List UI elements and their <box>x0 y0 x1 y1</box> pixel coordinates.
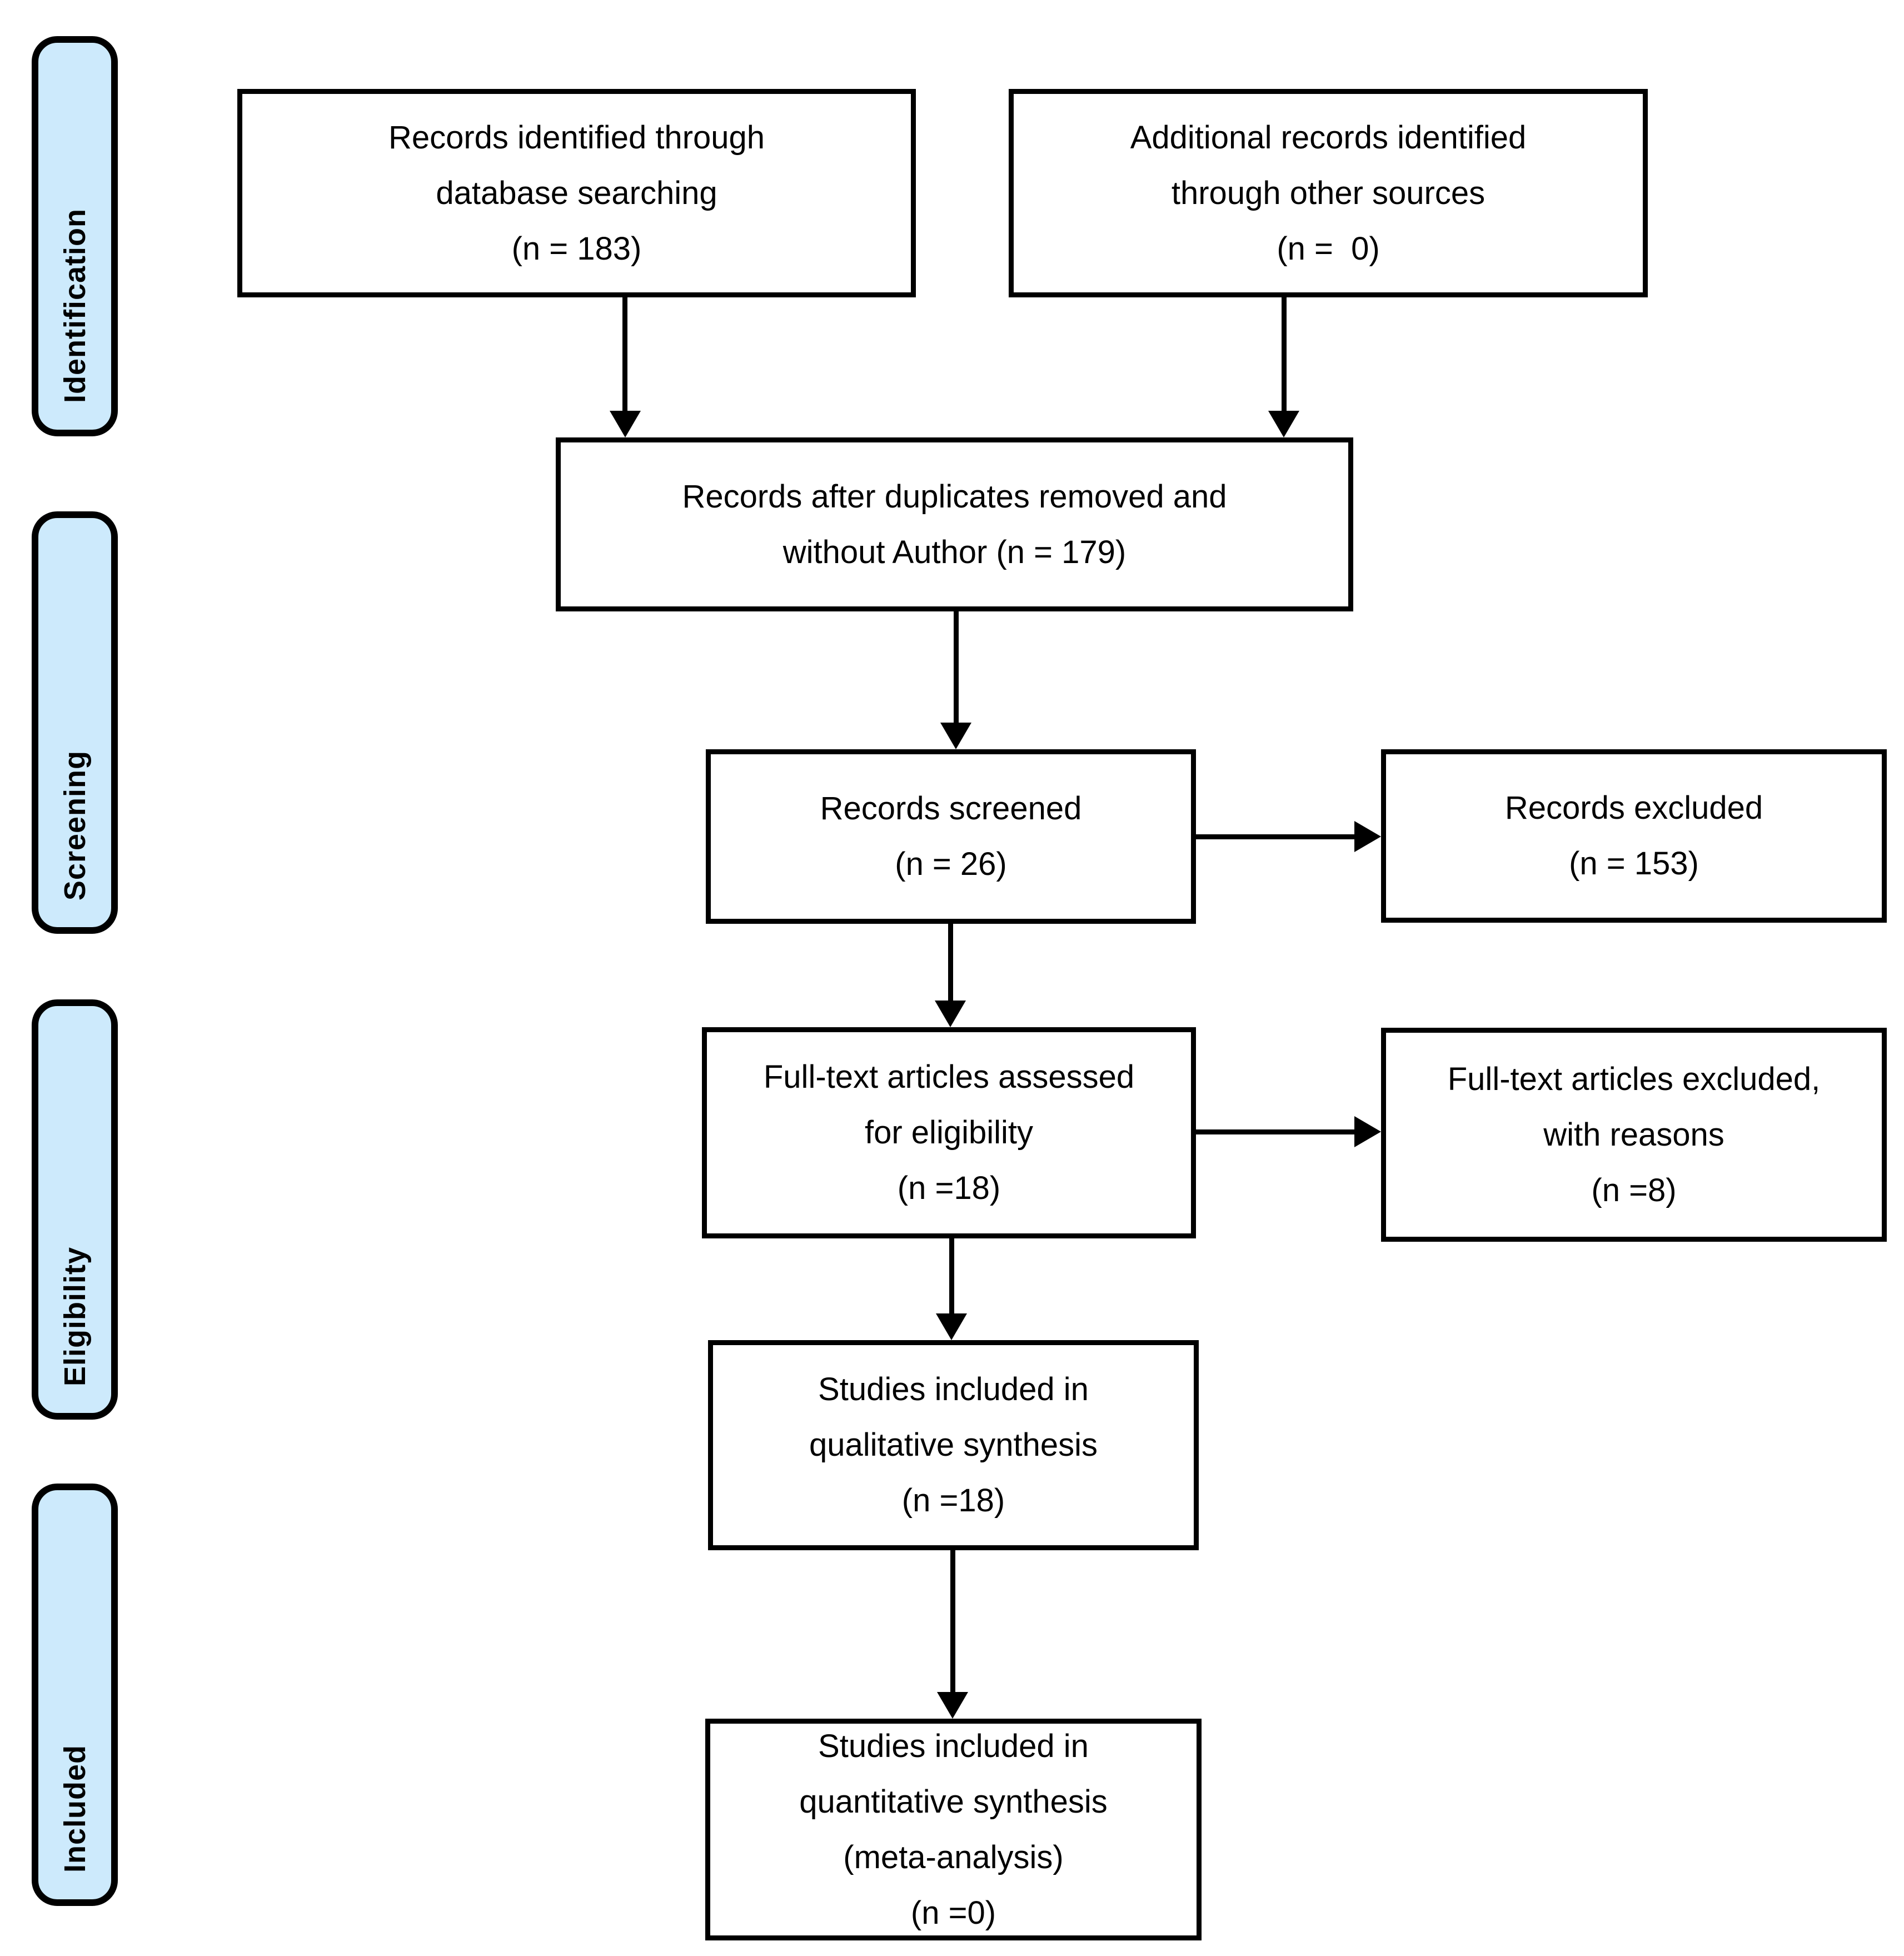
box-fulltext-assessed: Full-text articles assessed for eligibil… <box>702 1027 1196 1238</box>
box-count-line: (n = 183) <box>511 230 642 267</box>
stage-screening: Screening <box>32 511 118 934</box>
stage-identification-label: Identification <box>58 208 92 403</box>
stage-included: Included <box>32 1484 118 1906</box>
box-count-line: (n = 153) <box>1569 845 1699 882</box>
box-text-line: database searching <box>436 175 717 211</box>
box-records-screened: Records screened (n = 26) <box>706 749 1196 924</box>
box-count-line: (n = 0) <box>1277 230 1380 267</box>
box-text-line: Full-text articles excluded, <box>1447 1061 1821 1097</box>
arrow-duplicates-to-screened-head-icon <box>940 723 971 749</box>
arrow-fulltext-to-excluded-head-icon <box>1354 1116 1381 1147</box>
arrow-fulltext-to-qualitative-head-icon <box>936 1313 967 1340</box>
arrow-screened-to-fulltext-head-icon <box>935 1001 966 1027</box>
box-text-line: for eligibility <box>865 1114 1033 1151</box>
box-text-line: Records after duplicates removed and <box>682 478 1227 515</box>
box-duplicates-removed: Records after duplicates removed and wit… <box>556 437 1353 611</box>
box-fulltext-excluded: Full-text articles excluded, with reason… <box>1381 1028 1887 1242</box>
box-text-line: Records excluded <box>1504 790 1763 826</box>
arrow-identified-to-duplicates-head-icon <box>610 411 641 437</box>
arrow-duplicates-to-screened-line <box>954 611 959 723</box>
stage-eligibility: Eligibility <box>32 999 118 1420</box>
box-records-identified: Records identified through database sear… <box>237 89 916 297</box>
arrow-screened-to-fulltext-line <box>948 924 953 1001</box>
box-text-line: through other sources <box>1171 175 1486 211</box>
box-count-line: (n =0) <box>910 1894 996 1931</box>
stage-identification: Identification <box>32 36 118 436</box>
stage-eligibility-label: Eligibility <box>58 1246 92 1386</box>
arrow-screened-to-excluded-line <box>1196 834 1354 839</box>
box-text-line: Studies included in <box>818 1728 1089 1764</box>
arrow-fulltext-to-excluded-line <box>1196 1129 1354 1134</box>
box-records-excluded: Records excluded (n = 153) <box>1381 749 1887 923</box>
arrow-qualitative-to-quantitative-head-icon <box>937 1692 968 1719</box>
box-qualitative-synthesis: Studies included in qualitative synthesi… <box>708 1340 1199 1550</box>
arrow-identified-to-duplicates-line <box>622 297 627 411</box>
box-additional-records: Additional records identified through ot… <box>1009 89 1648 297</box>
box-text-line: (meta-analysis) <box>843 1839 1064 1875</box>
arrow-additional-to-duplicates-line <box>1282 297 1287 411</box>
box-text-line: Additional records identified <box>1130 119 1527 156</box>
stage-screening-label: Screening <box>58 750 92 900</box>
arrow-qualitative-to-quantitative-line <box>950 1550 955 1692</box>
box-text-line: Records identified through <box>388 119 765 156</box>
box-quantitative-synthesis: Studies included in quantitative synthes… <box>705 1719 1202 1940</box>
arrow-screened-to-excluded-head-icon <box>1354 821 1381 852</box>
box-text-line: Studies included in <box>818 1371 1089 1407</box>
box-count-line: (n =18) <box>901 1482 1005 1519</box>
arrow-fulltext-to-qualitative-line <box>949 1238 954 1313</box>
box-text-line: qualitative synthesis <box>809 1427 1098 1463</box>
box-text-line: with reasons <box>1543 1116 1724 1153</box>
box-text-line: quantitative synthesis <box>799 1783 1108 1820</box>
box-count-line: (n =8) <box>1591 1172 1677 1208</box>
box-text-line: Full-text articles assessed <box>763 1059 1135 1095</box>
stage-included-label: Included <box>58 1744 92 1873</box>
box-text-line: Records screened <box>820 790 1082 827</box>
arrow-additional-to-duplicates-head-icon <box>1268 411 1299 437</box>
box-count-line: (n =18) <box>897 1170 1001 1206</box>
box-text-line: without Author (n = 179) <box>782 534 1127 570</box>
box-count-line: (n = 26) <box>895 846 1007 882</box>
